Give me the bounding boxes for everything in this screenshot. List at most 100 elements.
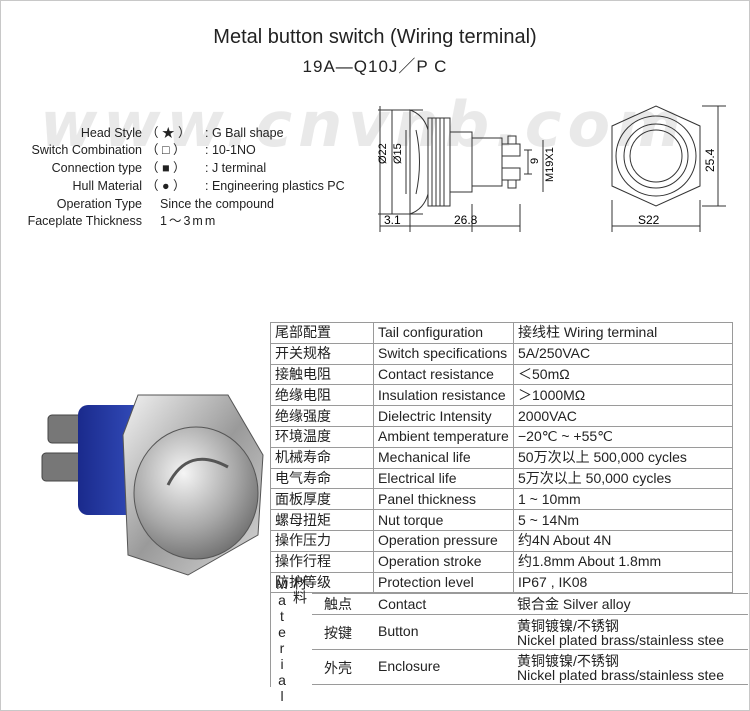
row-en: Operation stroke xyxy=(373,550,514,573)
row-en: Protection level xyxy=(373,571,514,594)
spec-row-connection-type: Connection type （ ■ ） : J terminal xyxy=(0,159,400,177)
row-value: 5万次以上 50,000 cycles xyxy=(513,467,733,490)
row-value: ＜50mΩ xyxy=(513,363,733,386)
row-cn: 绝缘强度 xyxy=(270,405,374,427)
spec-value: : G Ball shape xyxy=(205,126,284,140)
row-value: 约1.8mm About 1.8mm xyxy=(513,550,733,573)
spec-symbol: （ ★ ） xyxy=(146,126,191,140)
product-photo xyxy=(41,394,264,576)
material-cn: 按键 xyxy=(324,625,352,641)
material-header-cell: 材料 Material xyxy=(270,576,313,704)
row-value: 5A/250VAC xyxy=(513,342,733,365)
material-cn: 外壳 xyxy=(324,660,352,676)
row-cn: 机械寿命 xyxy=(270,446,374,469)
dim-26-8: 26.8 xyxy=(454,213,478,227)
front-view-drawing: S22 25.4 xyxy=(611,105,726,232)
row-en: Nut torque xyxy=(373,509,514,531)
side-view-drawing: Ø22 Ø15 9 M19X1 3.1 26.8 xyxy=(378,106,556,232)
spec-row-hull-material: Hull Material （ ● ） : Engineering plasti… xyxy=(0,177,400,195)
material-value: 银合金 Silver alloy xyxy=(517,596,631,612)
dim-d22: Ø22 xyxy=(378,143,389,164)
row-en: Mechanical life xyxy=(373,446,514,469)
material-cn: 触点 xyxy=(324,596,352,612)
row-value: 50万次以上 500,000 cycles xyxy=(513,446,733,469)
spec-row-head-style: Head Style （ ★ ） : G Ball shape xyxy=(0,124,400,142)
dim-25-4: 25.4 xyxy=(703,148,717,172)
material-value-cn: 黄铜镀镍/不锈钢 xyxy=(517,653,619,669)
dim-3-1: 3.1 xyxy=(384,213,401,227)
spec-label: Connection type xyxy=(51,161,142,175)
row-cn: 环境温度 xyxy=(270,425,374,448)
spec-label: Head Style xyxy=(80,126,142,140)
dim-nine: 9 xyxy=(529,158,541,164)
material-value-cn: 黄铜镀镍/不锈钢 xyxy=(517,618,619,634)
material-value-en: Nickel plated brass/stainless stee xyxy=(517,667,724,683)
row-en: Electrical life xyxy=(373,467,514,490)
dim-d15: Ø15 xyxy=(392,143,404,164)
row-value: 约4N About 4N xyxy=(513,529,733,552)
row-value: IP67 , IK08 xyxy=(513,571,733,594)
dim-m19: M19X1 xyxy=(544,147,556,182)
row-cn: 面板厚度 xyxy=(270,488,374,511)
spec-value: : 10-1NO xyxy=(205,143,256,157)
row-cn: 接触电阻 xyxy=(270,363,374,386)
watermark-text: www.cnvnb.com xyxy=(40,88,687,161)
row-en: Tail configuration xyxy=(373,322,514,344)
material-row-enclosure: 外壳 Enclosure 黄铜镀镍/不锈钢 Nickel plated bras… xyxy=(312,650,748,685)
material-header: 材料 Material xyxy=(274,576,308,704)
row-en: Switch specifications xyxy=(373,342,514,365)
row-en: Operation pressure xyxy=(373,529,514,552)
row-cn: 电气寿命 xyxy=(270,467,374,490)
row-value: 1 ~ 10mm xyxy=(513,488,733,511)
spec-value: : Engineering plastics PC xyxy=(205,179,345,193)
row-value: 5 ~ 14Nm xyxy=(513,509,733,531)
spec-label: Hull Material xyxy=(72,179,142,193)
material-value-en: Nickel plated brass/stainless stee xyxy=(517,632,724,648)
dim-s22: S22 xyxy=(638,213,660,227)
row-cn: 螺母扭矩 xyxy=(270,509,374,531)
spec-row-switch-combination: Switch Combination （ □ ） : 10-1NO xyxy=(0,141,400,159)
material-en: Enclosure xyxy=(378,658,441,674)
row-en: Ambient temperature xyxy=(373,425,514,448)
spec-row-operation-type: Operation Type Since the compound xyxy=(0,195,400,213)
row-en: Insulation resistance xyxy=(373,384,514,407)
row-cn: 开关规格 xyxy=(270,342,374,365)
row-value: −20℃ ~ +55℃ xyxy=(513,425,733,448)
material-section: 材料 Material 触点 Contact 银合金 Silver alloy … xyxy=(270,576,748,709)
spec-value: Since the compound xyxy=(160,197,274,211)
spec-label: Switch Combination xyxy=(31,143,142,157)
spec-value: 1～3mm xyxy=(160,214,218,228)
material-en: Contact xyxy=(378,596,427,612)
row-value: ＞1000MΩ xyxy=(513,384,733,407)
row-cn: 绝缘电阻 xyxy=(270,384,374,407)
spec-value: : J terminal xyxy=(205,161,267,175)
row-en: Contact resistance xyxy=(373,363,514,386)
spec-label: Faceplate Thickness xyxy=(27,214,142,228)
row-en: Dielectric Intensity xyxy=(373,405,514,427)
row-value: 2000VAC xyxy=(513,405,733,427)
page-title: Metal button switch (Wiring terminal) xyxy=(213,26,537,48)
spec-label: Operation Type xyxy=(56,197,142,211)
row-cn: 防护等级 xyxy=(270,571,374,594)
row-cn: 操作行程 xyxy=(270,550,374,573)
model-number: 19A—Q10J／P C xyxy=(302,57,448,76)
material-en: Button xyxy=(378,623,419,639)
spec-symbol: （ ● ） xyxy=(146,179,186,193)
spec-row-faceplate-thickness: Faceplate Thickness 1～3mm xyxy=(0,212,400,230)
spec-symbol: （ ■ ） xyxy=(146,161,186,175)
spec-symbol: （ □ ） xyxy=(146,143,186,157)
material-row-contact: 触点 Contact 银合金 Silver alloy xyxy=(312,594,748,615)
